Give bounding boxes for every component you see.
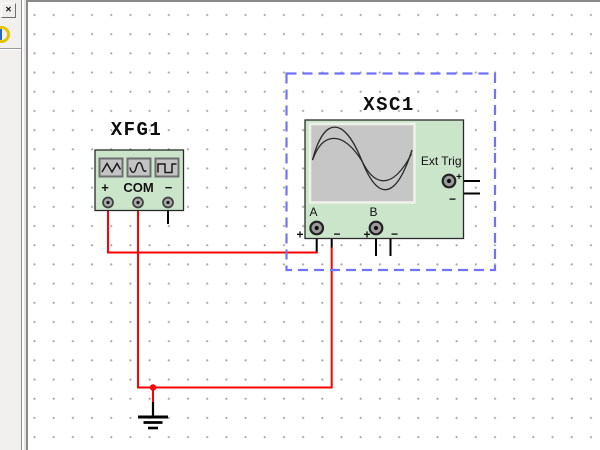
scope-exttrig-minus-label: − [449,192,456,206]
scope-b-plus-label: + [363,228,370,242]
sine-wave-icon [129,161,147,174]
scope-b-terminal[interactable] [368,220,384,236]
xsc1-refdes-label: XSC1 [363,94,415,116]
panel-splitter[interactable] [22,0,26,450]
scope-trace-small-sine [311,137,413,182]
scope-a-terminal[interactable] [309,220,325,236]
scope-b-minus-label: − [391,227,398,241]
wire-plus-to-scope-a[interactable] [107,206,318,254]
workspace-top-highlight [27,2,600,3]
xfg1-refdes-label: XFG1 [111,119,163,141]
workspace-top-border [22,0,600,2]
close-panel-button[interactable]: ✕ [1,3,16,18]
design-toolbox-icon [0,26,10,43]
xfg1-com-label: COM [123,180,153,195]
square-wave-button [154,157,180,178]
xfg1-plus-label: + [101,180,109,195]
scope-a-plus-label: + [296,228,303,242]
xfg1-function-generator[interactable]: XFG1 + COM − [94,119,185,212]
scope-channel-a-label: A [309,205,317,219]
xfg1-com-terminal[interactable] [132,196,144,209]
panel-separator [0,48,21,50]
xfg1-minus-label: − [165,180,173,195]
scope-exttrig-terminal[interactable] [441,173,457,189]
sine-wave-button [126,157,152,178]
scope-exttrig-label: Ext Trig [421,154,462,168]
triangle-wave-icon [101,162,122,174]
xsc1-oscilloscope[interactable]: XSC1 Ext Trig + − A + − B + − [285,72,497,272]
scope-a-minus-label: − [333,227,340,241]
design-toolbox-panel: ✕ [0,0,22,450]
square-wave-icon [157,163,177,174]
xfg1-minus-terminal[interactable] [162,196,174,209]
selection-box [285,72,497,272]
ground-component[interactable] [138,402,168,430]
scope-exttrig-plus-label: + [456,172,462,183]
workspace-left-border [26,0,28,450]
scope-channel-b-label: B [369,205,377,219]
xfg1-plus-terminal[interactable] [102,196,114,209]
wire-com-to-scope-a-minus[interactable] [137,206,333,389]
